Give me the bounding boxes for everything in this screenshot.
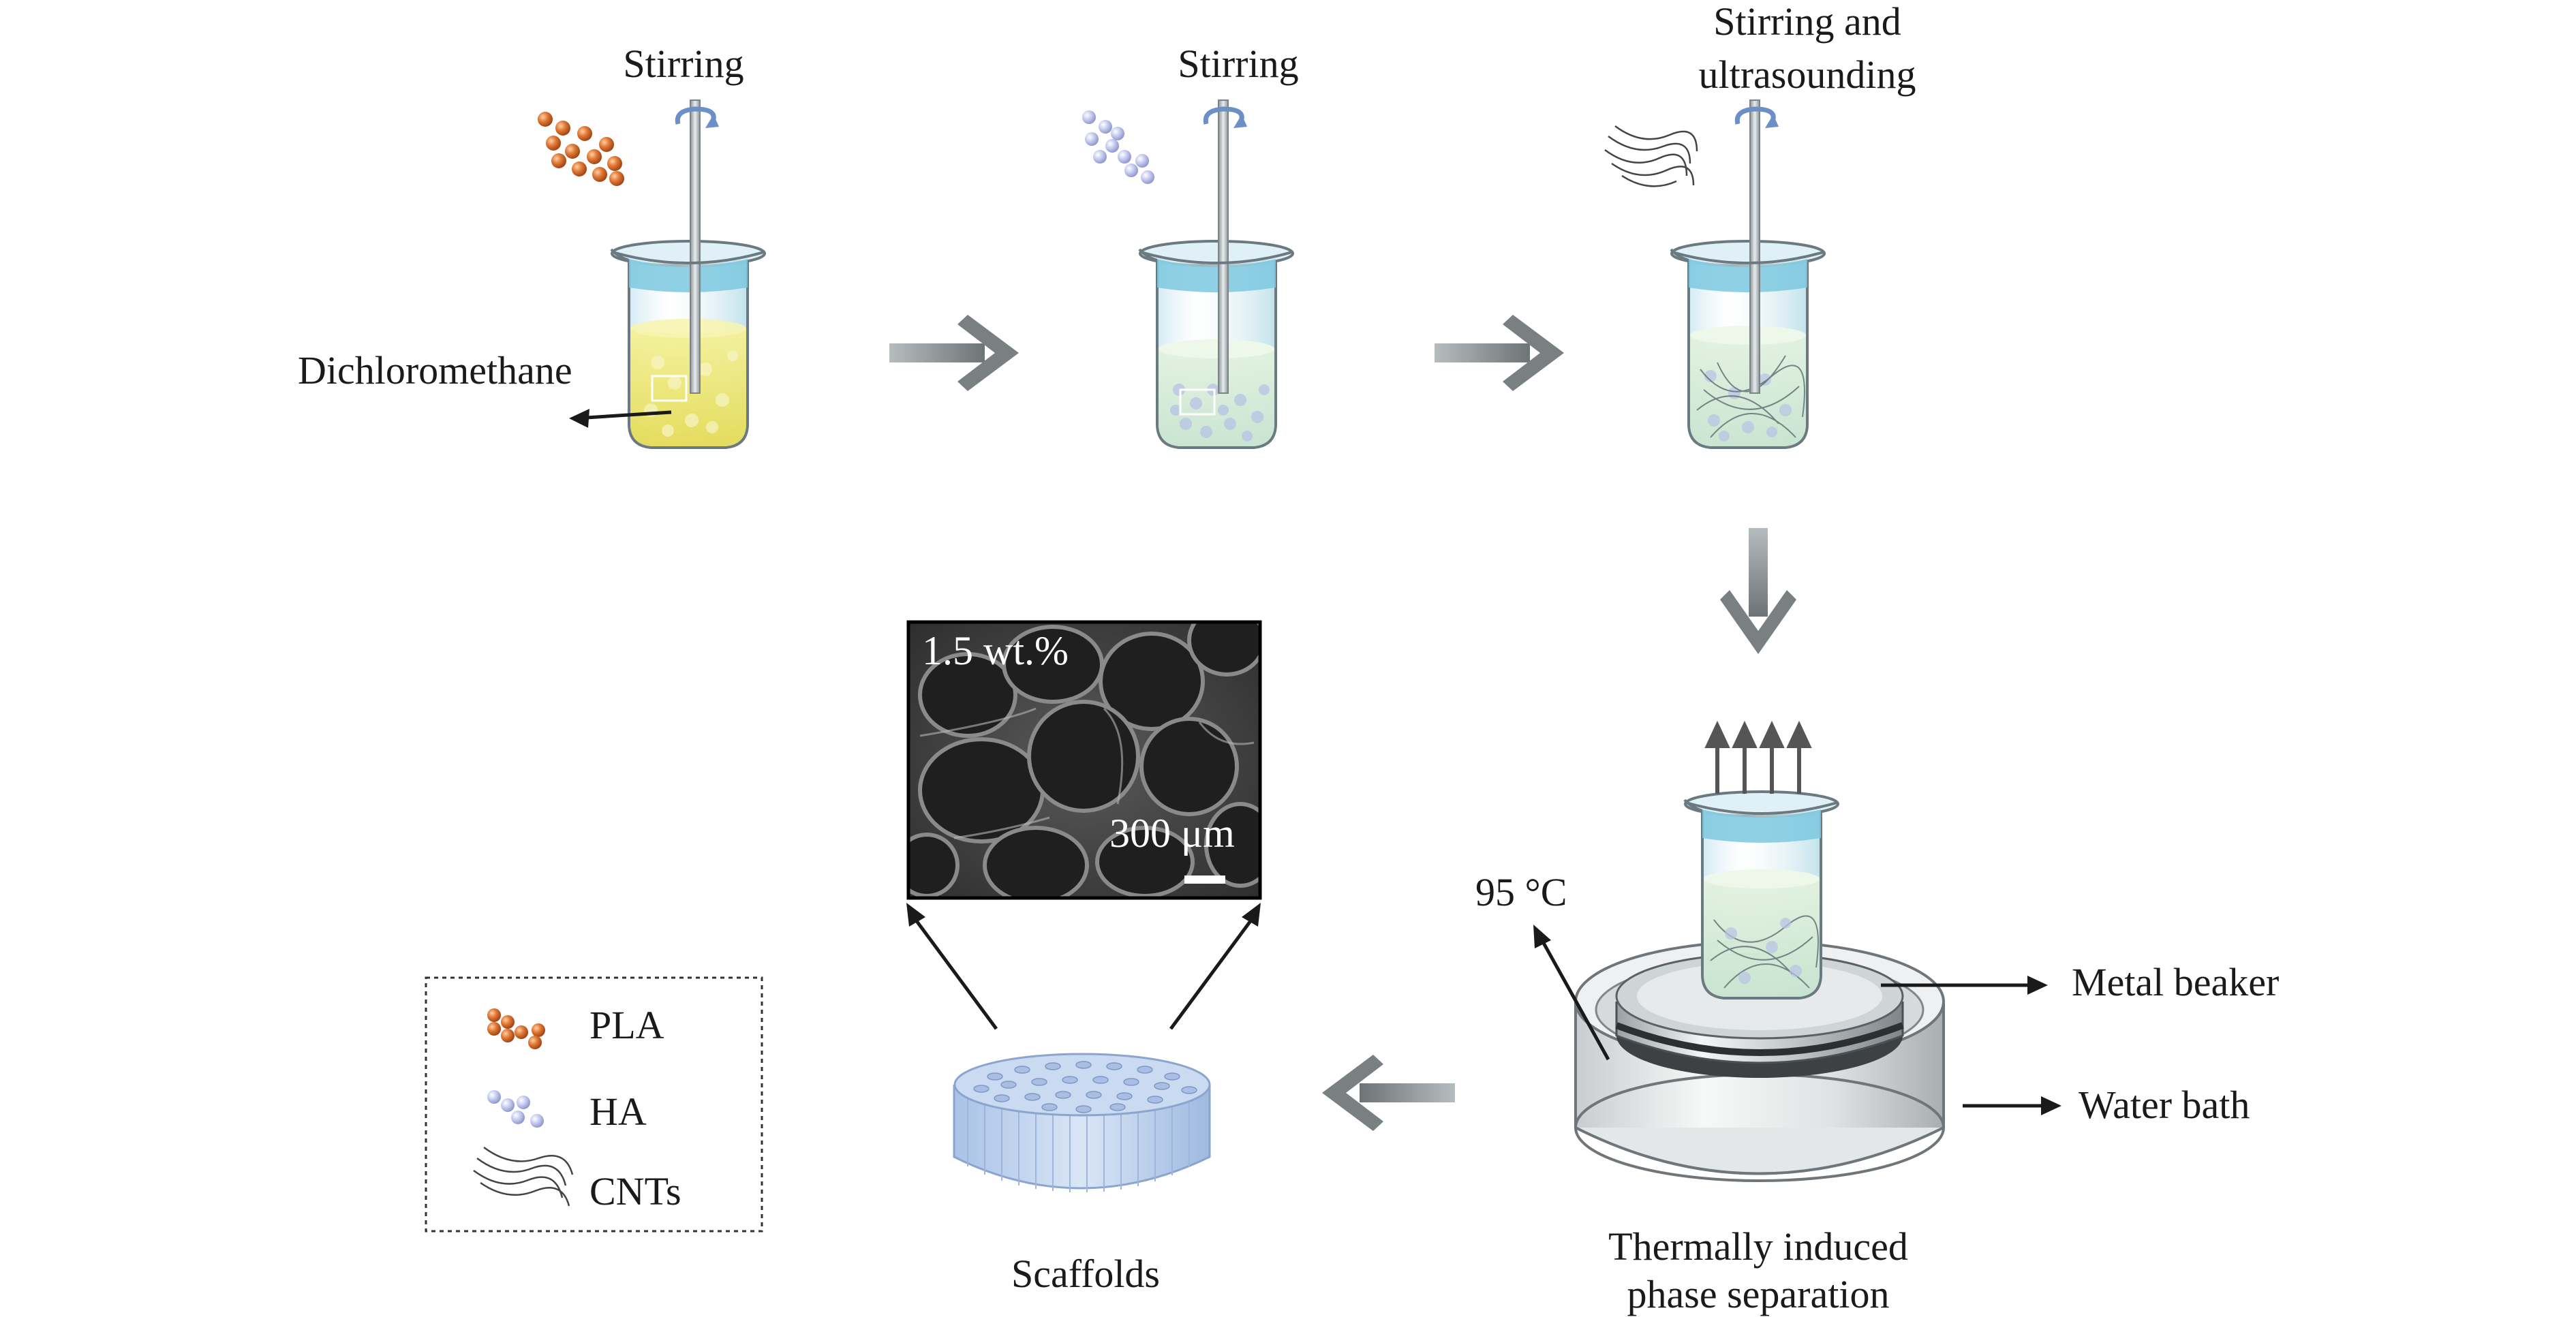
- legend-pla-icon: [487, 1008, 545, 1049]
- beaker-4: [1683, 790, 1839, 1000]
- sem-image: [906, 620, 1262, 900]
- legend-cnts-icon: [473, 1146, 574, 1207]
- temperature-arrow: [1533, 925, 1610, 1061]
- water-bath-arrow: [1963, 1096, 2061, 1115]
- scaffold: [953, 1053, 1211, 1192]
- legend-pla-label: PLA: [589, 1003, 664, 1047]
- legend-ha-label: HA: [589, 1089, 647, 1134]
- process-arrow-2: [1435, 315, 1564, 391]
- scaffold-to-sem-arrows: [906, 903, 1261, 1030]
- temperature-label: 95 °C: [1475, 870, 1567, 914]
- tips-label-line1: Thermally induced: [1608, 1224, 1908, 1269]
- evaporation-arrows: [1704, 720, 1812, 794]
- process-arrow-4: [1322, 1055, 1455, 1131]
- stirring-label-2: Stirring: [1178, 42, 1299, 86]
- ha-particles: [1082, 110, 1154, 184]
- process-arrow-1: [889, 315, 1019, 391]
- sem-scale-label: 300 μm: [1109, 811, 1235, 856]
- process-arrow-3: [1720, 528, 1796, 654]
- water-bath-label: Water bath: [2079, 1083, 2250, 1127]
- stirring-label-1: Stirring: [623, 42, 744, 86]
- stirring-ultrasound-label-line1: Stirring and: [1713, 0, 1901, 44]
- stirring-ultrasound-label-line2: ultrasounding: [1698, 52, 1916, 97]
- tips-label-line2: phase separation: [1627, 1272, 1890, 1316]
- legend-ha-icon: [487, 1090, 544, 1128]
- dichloromethane-arrow: [569, 409, 672, 428]
- beaker-1: [610, 99, 766, 449]
- scaffolds-label: Scaffolds: [1011, 1252, 1161, 1296]
- metal-beaker-arrow: [1881, 976, 2048, 995]
- dichloromethane-label: Dichloromethane: [298, 348, 572, 392]
- sem-concentration-label: 1.5 wt.%: [922, 628, 1069, 673]
- cnt-fibers: [1604, 125, 1698, 187]
- legend-box: [425, 976, 763, 1233]
- legend-cnts-label: CNTs: [589, 1169, 681, 1213]
- beaker-2: [1138, 99, 1294, 449]
- metal-beaker-label: Metal beaker: [2072, 960, 2280, 1004]
- beaker-3: [1670, 99, 1826, 449]
- pla-particles: [538, 112, 624, 186]
- scale-bar: [1184, 876, 1225, 884]
